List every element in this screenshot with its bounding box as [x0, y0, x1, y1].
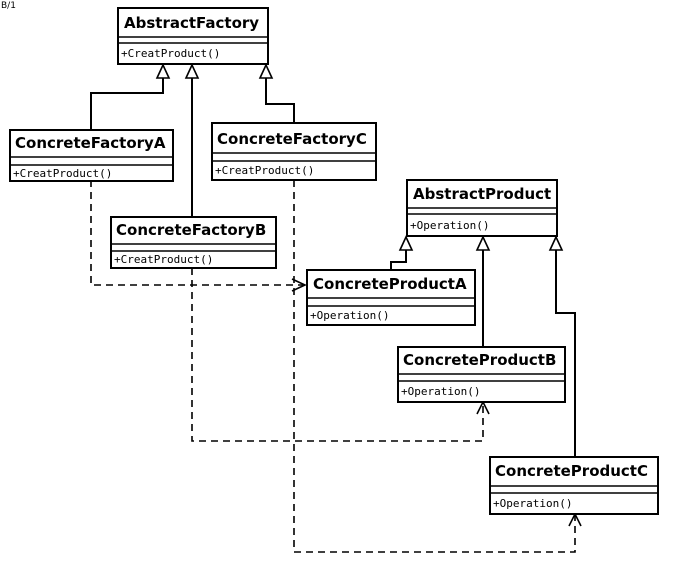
generalization-arrowhead-product-a [398, 235, 414, 251]
class-concrete-factory-b[interactable]: ConcreteFactoryB +CreatProduct() [110, 216, 277, 269]
class-name: AbstractProduct [413, 185, 551, 203]
dependency-line-factory-a-product-a [90, 180, 304, 286]
generalization-line-factory-c [265, 78, 295, 123]
generalization-line-factory-a [90, 78, 164, 130]
class-concrete-product-c[interactable]: ConcreteProductC +Operation() [489, 456, 659, 515]
dependency-line-factory-b-product-b [191, 268, 484, 442]
dependency-line-factory-c-product-c [293, 180, 576, 553]
class-method: +CreatProduct() [114, 253, 213, 266]
generalization-arrowhead-factory-b [184, 63, 200, 79]
class-name: ConcreteProductB [403, 351, 556, 369]
class-name: ConcreteFactoryA [15, 134, 166, 152]
generalization-line-product-c [555, 250, 576, 457]
class-abstract-factory[interactable]: AbstractFactory +CreatProduct() [117, 7, 269, 65]
class-method: +CreatProduct() [215, 164, 314, 177]
generalization-line-product-a [390, 250, 407, 270]
class-method: +Operation() [493, 497, 572, 510]
class-name: ConcreteFactoryC [217, 130, 367, 148]
class-concrete-product-a[interactable]: ConcreteProductA +Operation() [306, 269, 476, 326]
dependency-arrowhead-product-a [291, 278, 307, 292]
generalization-arrowhead-product-b [475, 235, 491, 251]
class-abstract-product[interactable]: AbstractProduct +Operation() [406, 179, 558, 237]
generalization-arrowhead-factory-a [155, 63, 171, 79]
class-name: AbstractFactory [124, 14, 259, 32]
generalization-arrowhead-factory-c [258, 63, 274, 79]
class-name: ConcreteProductA [313, 275, 467, 293]
class-concrete-factory-a[interactable]: ConcreteFactoryA +CreatProduct() [9, 129, 174, 182]
corner-mark: B/1 [1, 1, 16, 11]
class-method: +Operation() [410, 219, 489, 232]
class-method: +Operation() [401, 385, 480, 398]
class-method: +CreatProduct() [121, 47, 220, 60]
class-method: +CreatProduct() [13, 167, 112, 180]
class-concrete-product-b[interactable]: ConcreteProductB +Operation() [397, 346, 566, 403]
class-concrete-factory-c[interactable]: ConcreteFactoryC +CreatProduct() [211, 122, 377, 181]
class-method: +Operation() [310, 309, 389, 322]
class-name: ConcreteFactoryB [116, 221, 266, 239]
generalization-arrowhead-product-c [548, 235, 564, 251]
class-name: ConcreteProductC [495, 462, 648, 480]
